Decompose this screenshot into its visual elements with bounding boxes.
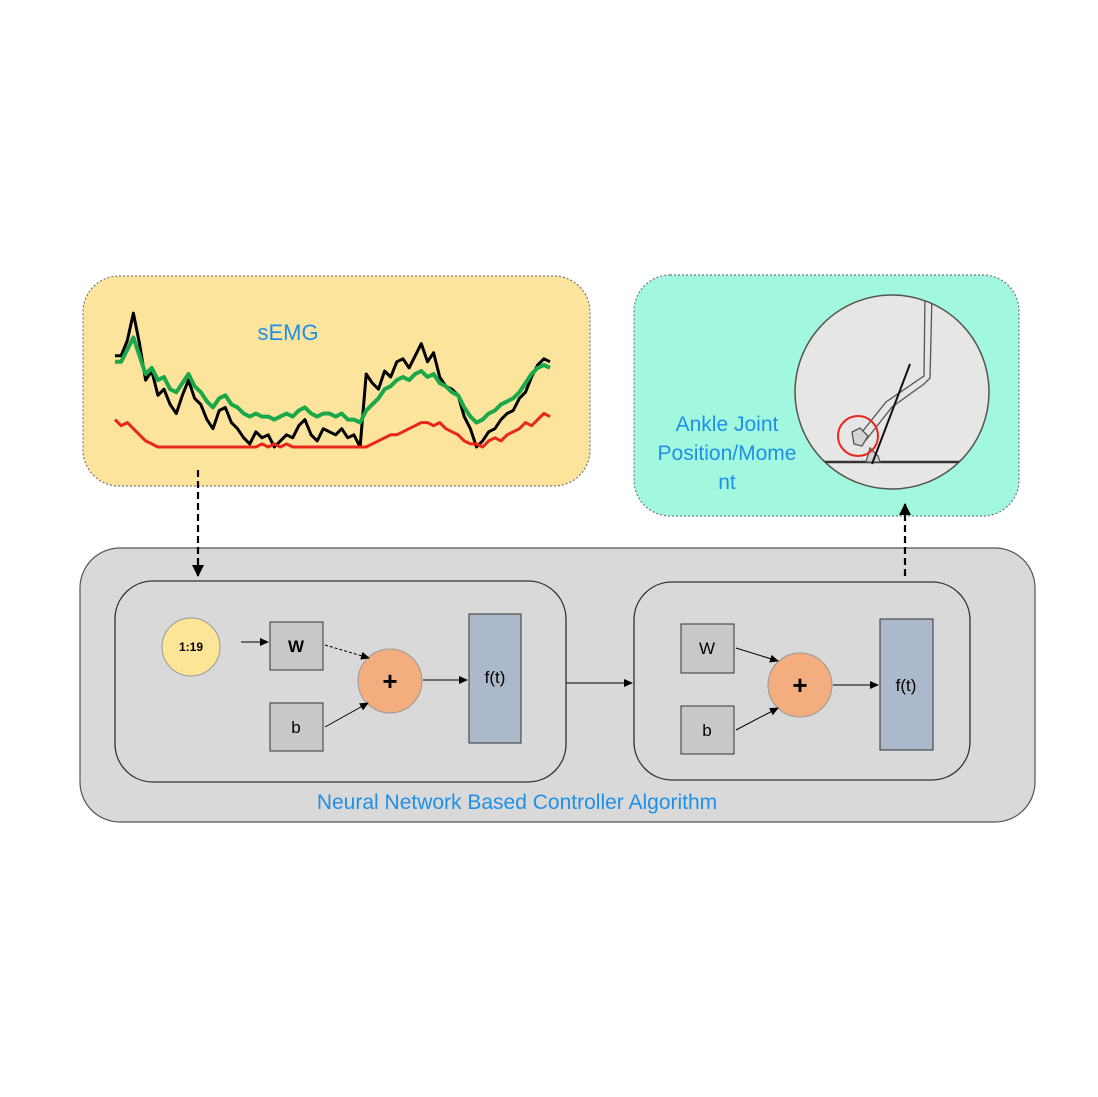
semg-trace-green bbox=[115, 335, 551, 425]
weight-label-2: W bbox=[699, 639, 715, 658]
bias-box-1 bbox=[269, 702, 324, 752]
arrow-bias-to-sum-1 bbox=[324, 702, 369, 728]
ankle-joint-shape bbox=[851, 427, 869, 447]
transfer-box-2 bbox=[879, 618, 934, 751]
arrow-weight-to-sum-2 bbox=[735, 647, 779, 663]
bias-label-1: b bbox=[291, 718, 300, 737]
arrow-weight-to-sum-1 bbox=[324, 644, 370, 660]
ankle-highlight-circle bbox=[837, 415, 879, 457]
transfer-label-2: f(t) bbox=[896, 676, 917, 695]
semg-panel: sEMG bbox=[82, 275, 591, 487]
sum-node-2 bbox=[767, 652, 833, 718]
controller-panel: 1:19 W b + f(t) W b + f(t) bbox=[79, 547, 1036, 823]
semg-panel-background bbox=[82, 275, 591, 487]
weight-box-2 bbox=[680, 623, 735, 674]
ankle-illustration bbox=[794, 294, 990, 490]
transfer-label-1: f(t) bbox=[485, 668, 506, 687]
output-title-line-3: nt bbox=[718, 471, 736, 494]
ankle-lens bbox=[794, 294, 990, 490]
sum-node-1 bbox=[357, 648, 423, 714]
weight-box-1 bbox=[269, 621, 324, 671]
hidden-layer-frame bbox=[114, 580, 567, 783]
semg-trace-red bbox=[113, 412, 551, 449]
bias-label-2: b bbox=[702, 721, 711, 740]
hidden-layer: 1:19 W b + f(t) bbox=[114, 580, 567, 783]
sum-label-2: + bbox=[792, 670, 807, 700]
semg-title: sEMG bbox=[257, 320, 318, 345]
output-layer: W b + f(t) bbox=[633, 581, 971, 781]
input-circle bbox=[161, 617, 221, 677]
bias-box-2 bbox=[680, 705, 735, 755]
output-title-line-1: Ankle Joint bbox=[676, 413, 779, 436]
arrow-bias-to-sum-2 bbox=[735, 707, 779, 731]
semg-signals bbox=[113, 311, 551, 449]
force-vector-line bbox=[871, 363, 911, 465]
transfer-box-1 bbox=[468, 613, 522, 744]
input-label: 1:19 bbox=[179, 640, 203, 654]
sum-label-1: + bbox=[382, 666, 397, 696]
output-panel: Ankle Joint Position/Mome nt bbox=[633, 274, 1020, 517]
output-title-line-2: Position/Mome bbox=[658, 442, 797, 465]
weight-label-1: W bbox=[288, 637, 305, 656]
controller-caption: Neural Network Based Controller Algorith… bbox=[317, 791, 717, 814]
